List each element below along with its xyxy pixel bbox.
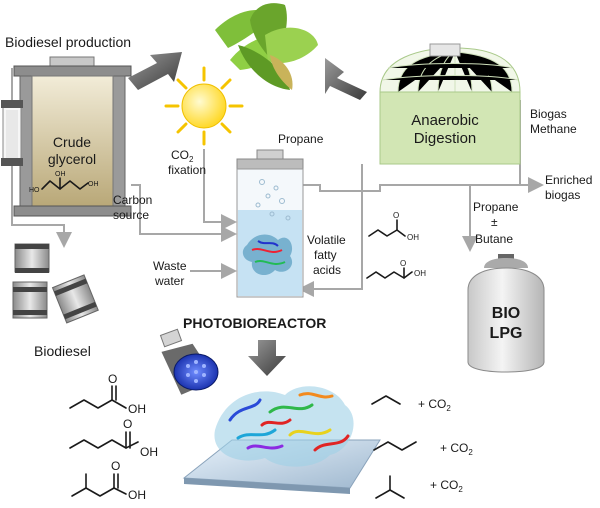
propane-top-label: Propane	[278, 132, 324, 146]
protein-structure-icon	[182, 386, 381, 494]
vfa-label-line2: fatty	[314, 248, 337, 262]
vfa-label-line1: Volatile	[307, 233, 346, 247]
carbon-source-label-line2: source	[113, 208, 149, 222]
methane-label: Methane	[530, 122, 577, 136]
crude-glycerol-label-line2: glycerol	[48, 151, 96, 167]
anaerobic-digestion-label-line1: Anaerobic	[411, 112, 479, 129]
sun-icon	[164, 66, 244, 146]
enriched-label: Enriched	[545, 173, 592, 187]
biogas-enriched-label: biogas	[545, 188, 580, 202]
vfa-label-line3: acids	[313, 263, 341, 277]
photobioreactor-title: PHOTOBIOREACTOR	[183, 315, 326, 331]
butane-label: Butane	[475, 232, 513, 246]
glycerol-structure	[41, 180, 89, 190]
plus-minus-label: ±	[491, 215, 498, 229]
glycerol-oh-mid: OH	[55, 171, 66, 178]
vfa-acid1-oh: OH	[407, 233, 419, 242]
butane-structure	[373, 441, 417, 451]
flow-arrow-to-digestion	[325, 58, 367, 100]
photobioreactor-vessel	[236, 149, 304, 298]
propane-structure	[371, 395, 401, 405]
propane-right-label: Propane	[473, 200, 519, 214]
valeric-o: O	[123, 417, 132, 431]
protein-in-reactor-icon	[242, 234, 293, 276]
valeric-acid-structure	[69, 431, 139, 449]
crude-glycerol-label-line1: Crude	[53, 134, 91, 150]
butyric-acid-small	[368, 219, 406, 237]
isovaleric-oh: OH	[128, 488, 146, 502]
vfa-acid2-oh: OH	[414, 269, 426, 278]
fixation-label: fixation	[168, 163, 206, 177]
lpg-label: LPG	[490, 325, 523, 342]
biodiesel-production-label: Biodiesel production	[5, 34, 131, 50]
glycerol-ho-left: HO	[29, 187, 40, 194]
biodiesel-blocks	[12, 243, 99, 324]
waste-water-label-line1: Waste	[153, 259, 187, 273]
isovaleric-o: O	[111, 459, 120, 473]
flow-arrow-to-protein	[248, 340, 286, 376]
led-lamp-icon	[159, 328, 219, 395]
co2-label: CO2	[171, 148, 194, 164]
valeric-acid-small	[366, 267, 413, 279]
isobutane-co2-label: + CO2	[430, 478, 463, 494]
corn-icon	[215, 3, 318, 90]
isovaleric-acid-structure	[71, 473, 127, 497]
butyric-acid-structure	[69, 385, 127, 409]
butane-co2-label: + CO2	[440, 441, 473, 457]
anaerobic-digester	[379, 43, 521, 165]
isobutane-structure	[375, 475, 405, 499]
vfa-acid2-o: O	[400, 259, 406, 268]
biogas-label: Biogas	[530, 107, 567, 121]
anaerobic-digestion-label-line2: Digestion	[414, 130, 477, 147]
biodiesel-column	[13, 56, 132, 217]
glycerol-oh-right: OH	[88, 181, 99, 188]
propane-co2-label: + CO2	[418, 397, 451, 413]
gas-cylinder-icon	[467, 254, 545, 373]
butyric-o: O	[108, 372, 117, 386]
valeric-oh: OH	[140, 445, 158, 459]
carbon-source-label-line1: Carbon	[113, 193, 152, 207]
flow-arrow-to-biodiesel	[128, 52, 182, 90]
vfa-acid1-o: O	[393, 211, 399, 220]
filter-column	[1, 100, 23, 166]
biodiesel-label: Biodiesel	[34, 343, 91, 359]
bio-label: BIO	[492, 305, 520, 322]
butyric-oh: OH	[128, 402, 146, 416]
waste-water-label-line2: water	[154, 274, 184, 288]
